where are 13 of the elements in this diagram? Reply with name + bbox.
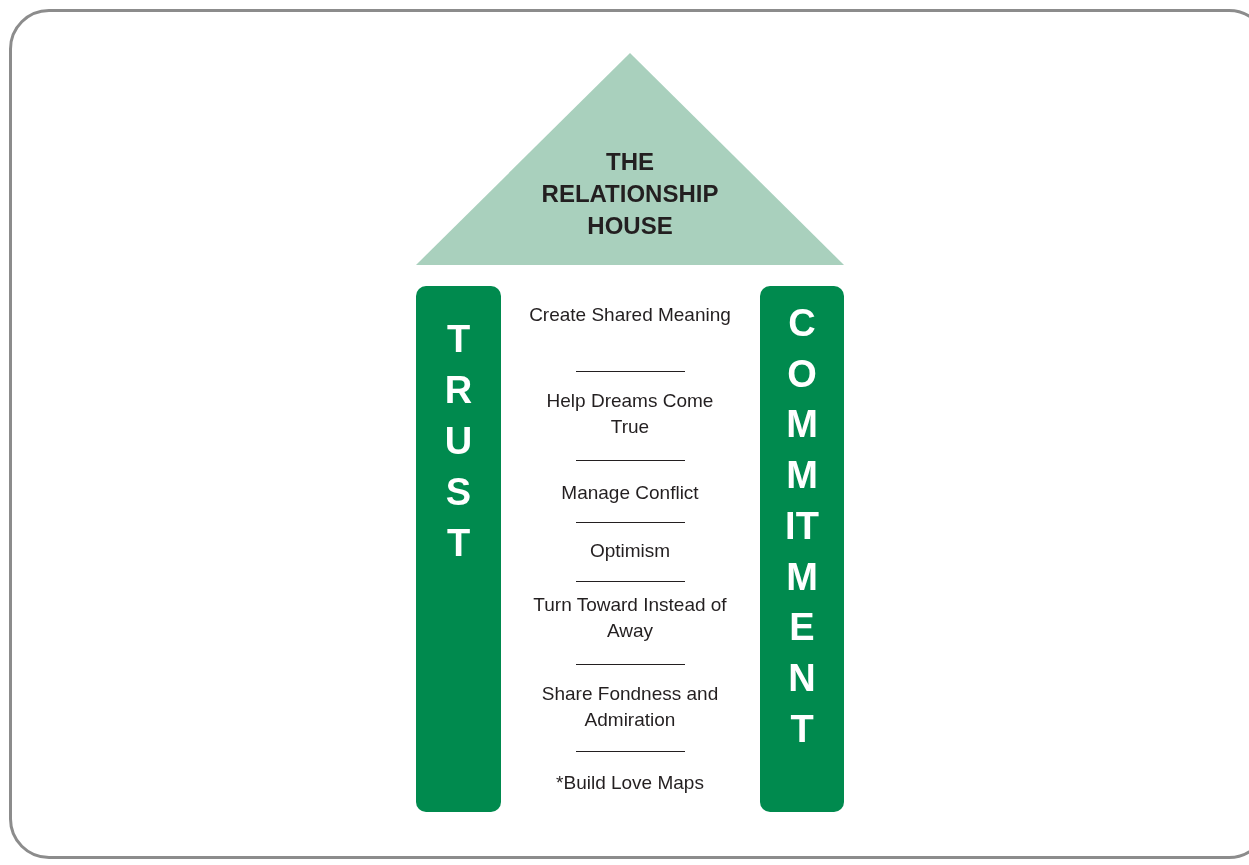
pillar-item: Manage Conflict bbox=[560, 481, 700, 505]
pillar-item: Create Shared Meaning bbox=[528, 303, 732, 327]
roof-title: THE RELATIONSHIP HOUSE bbox=[540, 147, 720, 241]
pillar bbox=[416, 286, 501, 812]
pillar-item: *Build Love Maps bbox=[555, 771, 705, 795]
pillar bbox=[760, 286, 844, 812]
pillar-item: Share Fondness and Admiration bbox=[540, 682, 720, 732]
roof-triangle bbox=[416, 53, 844, 265]
pillar-item: Help Dreams Come True bbox=[545, 389, 715, 439]
pillar-item: Optimism bbox=[588, 539, 672, 563]
pillar-label: TRUST bbox=[443, 317, 474, 566]
pillar-item: Turn Toward Instead of Away bbox=[532, 593, 728, 643]
pillar-label: COMMITMENT bbox=[784, 301, 820, 752]
